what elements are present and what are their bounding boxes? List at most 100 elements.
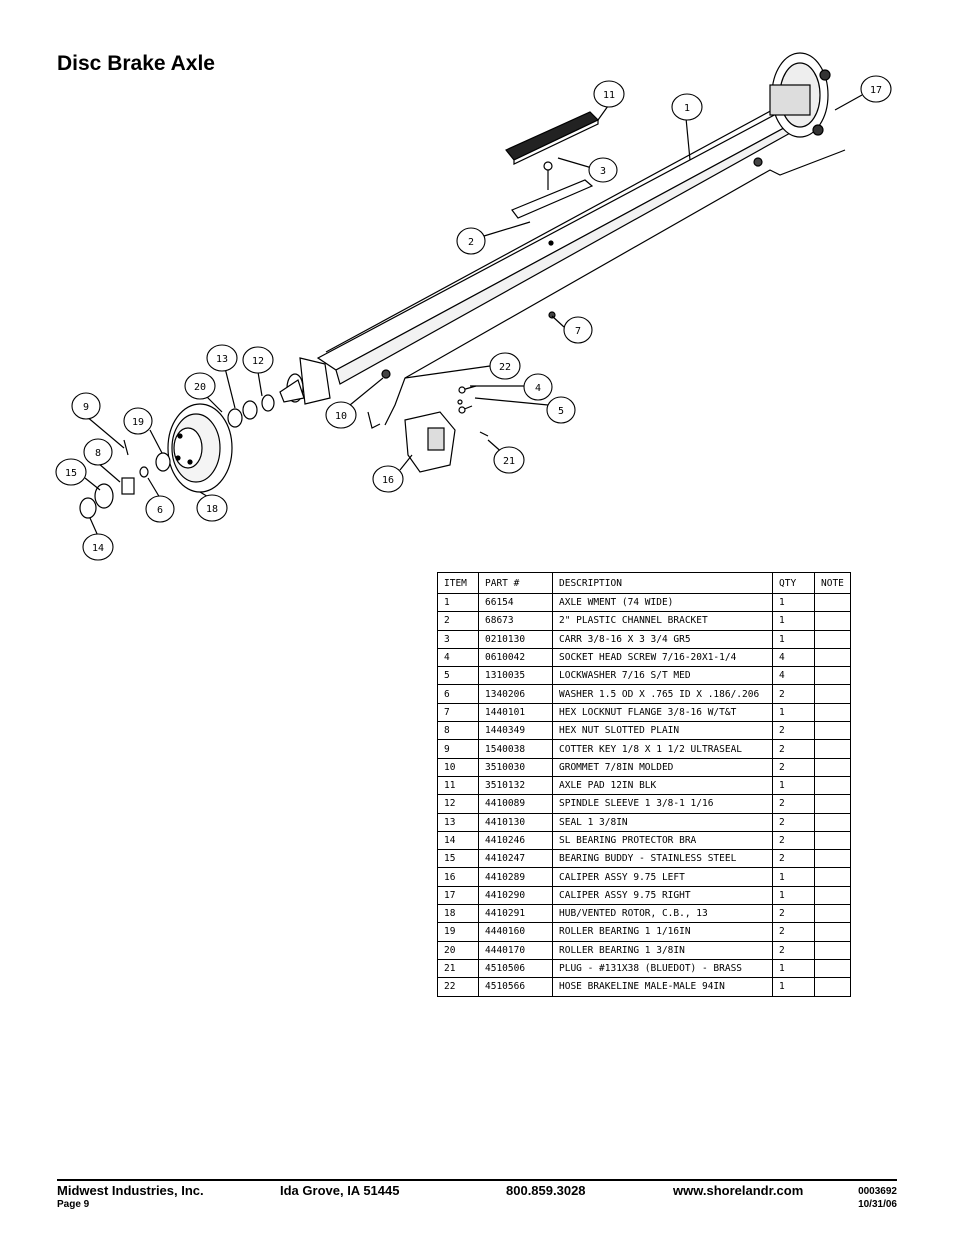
cell-item: 12: [437, 794, 479, 814]
cell-note: [814, 977, 851, 997]
cell-qty: 2: [772, 684, 815, 704]
cell-qty: 2: [772, 721, 815, 741]
callout-11: 11: [603, 90, 615, 101]
callout-12: 12: [252, 356, 264, 367]
hub-rotor-drawing: [167, 403, 233, 493]
cell-description: GROMMET 7/8IN MOLDED: [552, 757, 773, 777]
callout-22: 22: [499, 362, 511, 373]
callout-8: 8: [95, 448, 101, 459]
cell-description: WASHER 1.5 OD X .765 ID X .186/.206: [552, 684, 773, 704]
callout-3: 3: [600, 166, 606, 177]
cell-part-number: 4410246: [478, 830, 553, 851]
callout-1: 1: [684, 103, 690, 114]
footer-company: Midwest Industries, Inc.: [57, 1183, 204, 1198]
cell-qty: 2: [772, 849, 815, 869]
cell-part-number: 4410289: [478, 867, 553, 887]
cell-description: ROLLER BEARING 1 1/16IN: [552, 922, 773, 942]
cell-note: [814, 958, 851, 979]
right-brake-drawing: [769, 52, 831, 138]
cell-item: 9: [437, 739, 479, 759]
callout-6: 6: [157, 505, 163, 516]
cell-description: HUB/VENTED ROTOR, C.B., 13: [552, 904, 773, 924]
cell-part-number: 4410130: [478, 812, 553, 832]
cell-note: [814, 629, 851, 649]
cell-item: 22: [437, 977, 479, 997]
cell-qty: 1: [772, 611, 815, 631]
callout-5: 5: [558, 406, 564, 417]
cell-part-number: 4410291: [478, 904, 553, 924]
cell-description: CALIPER ASSY 9.75 RIGHT: [552, 885, 773, 906]
cell-qty: 2: [772, 922, 815, 942]
callout-18: 18: [206, 504, 218, 515]
cell-description: PLUG - #131X38 (BLUEDOT) - BRASS: [552, 958, 773, 979]
cell-part-number: 3510030: [478, 757, 553, 777]
cell-item: 15: [437, 849, 479, 869]
cell-part-number: 66154: [478, 592, 553, 613]
cell-description: 2" PLASTIC CHANNEL BRACKET: [552, 611, 773, 631]
cell-description: ROLLER BEARING 1 3/8IN: [552, 940, 773, 960]
cell-qty: 1: [772, 592, 815, 613]
callout-17: 17: [870, 85, 882, 96]
cell-note: [814, 775, 851, 796]
header-description: DESCRIPTION: [552, 572, 773, 594]
cell-note: [814, 940, 851, 960]
left-spindle-drawing: [279, 357, 331, 405]
cell-note: [814, 757, 851, 777]
cell-note: [814, 647, 851, 668]
cell-qty: 1: [772, 867, 815, 887]
cell-part-number: 1440101: [478, 702, 553, 723]
cell-item: 21: [437, 958, 479, 979]
cell-description: HEX LOCKNUT FLANGE 3/8-16 W/T&T: [552, 702, 773, 723]
cell-description: AXLE WMENT (74 WIDE): [552, 592, 773, 613]
cell-note: [814, 867, 851, 887]
cell-qty: 2: [772, 757, 815, 777]
cell-qty: 2: [772, 830, 815, 851]
cell-part-number: 4510566: [478, 977, 553, 997]
cell-item: 8: [437, 721, 479, 741]
cell-item: 19: [437, 922, 479, 942]
header-item: ITEM: [437, 572, 479, 594]
cell-part-number: 0610042: [478, 647, 553, 668]
cell-note: [814, 885, 851, 906]
page-title: Disc Brake Axle: [57, 52, 215, 75]
cell-note: [814, 830, 851, 851]
callout-9: 9: [83, 402, 89, 413]
cell-description: CARR 3/8-16 X 3 3/4 GR5: [552, 629, 773, 649]
cell-item: 11: [437, 775, 479, 796]
cell-description: SPINDLE SLEEVE 1 3/8-1 1/16: [552, 794, 773, 814]
footer-date: 10/31/06: [858, 1199, 897, 1210]
parts-table-header: ITEM PART # DESCRIPTION QTY NOTE: [437, 572, 851, 594]
footer-website: www.shorelandr.com: [673, 1183, 804, 1198]
cell-description: SEAL 1 3/8IN: [552, 812, 773, 832]
cell-description: SOCKET HEAD SCREW 7/16-20X1-1/4: [552, 647, 773, 668]
cell-description: BEARING BUDDY - STAINLESS STEEL: [552, 849, 773, 869]
cell-item: 3: [437, 629, 479, 649]
brake-line-drawing: [384, 149, 846, 426]
cell-qty: 1: [772, 958, 815, 979]
callout-4: 4: [535, 383, 541, 394]
callout-19: 19: [132, 417, 144, 428]
header-part-number: PART #: [478, 572, 553, 594]
cell-description: LOCKWASHER 7/16 S/T MED: [552, 666, 773, 686]
cell-part-number: 4410089: [478, 794, 553, 814]
cell-item: 17: [437, 885, 479, 906]
axle-pad-drawing: [505, 111, 600, 165]
cell-part-number: 68673: [478, 611, 553, 631]
cell-description: COTTER KEY 1/8 X 1 1/2 ULTRASEAL: [552, 739, 773, 759]
cell-note: [814, 812, 851, 832]
cell-qty: 2: [772, 794, 815, 814]
